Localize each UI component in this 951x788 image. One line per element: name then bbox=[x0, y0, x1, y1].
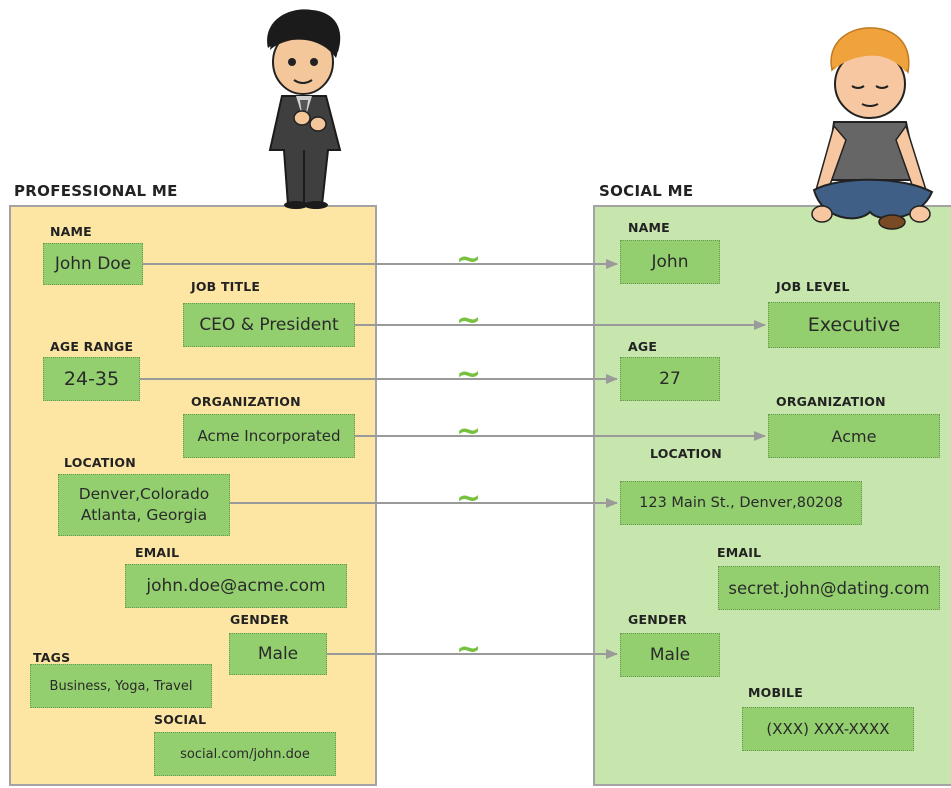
social-title: SOCIAL ME bbox=[599, 182, 694, 200]
connector-symbol-age: ~ bbox=[456, 357, 482, 392]
left-tags-field: Business, Yoga, Travel bbox=[30, 664, 212, 708]
left-job-field: CEO & President bbox=[183, 303, 355, 347]
left-loc-line2: Atlanta, Georgia bbox=[80, 506, 208, 524]
left-job-label: JOB TITLE bbox=[191, 279, 261, 294]
left-social-label: SOCIAL bbox=[154, 712, 207, 727]
right-loc-label: LOCATION bbox=[650, 446, 722, 461]
left-loc-field: Denver,Colorado Atlanta, Georgia bbox=[58, 474, 230, 536]
connector-lines bbox=[140, 259, 766, 659]
connector-symbol-gender: ~ bbox=[456, 632, 482, 667]
businessman-illustration bbox=[267, 9, 342, 209]
connector-symbol-loc: ~ bbox=[456, 481, 482, 516]
right-name-label: NAME bbox=[628, 220, 670, 235]
right-org-label: ORGANIZATION bbox=[776, 394, 886, 409]
right-job-field: Executive bbox=[768, 302, 940, 348]
right-loc-field: 123 Main St., Denver,80208 bbox=[620, 481, 862, 525]
left-loc-label: LOCATION bbox=[64, 455, 136, 470]
professional-title: PROFESSIONAL ME bbox=[14, 182, 178, 200]
connector-symbol-job: ~ bbox=[456, 303, 482, 338]
right-email-field: secret.john@dating.com bbox=[718, 566, 940, 610]
left-email-label: EMAIL bbox=[135, 545, 180, 560]
right-gender-field: Male bbox=[620, 633, 720, 677]
connector-symbol-org: ~ bbox=[456, 414, 482, 449]
right-age-field: 27 bbox=[620, 357, 720, 401]
left-name-label: NAME bbox=[50, 224, 92, 239]
connector-symbol-name: ~ bbox=[456, 242, 482, 277]
left-org-field: Acme Incorporated bbox=[183, 414, 355, 458]
meditating-man-illustration bbox=[811, 27, 934, 230]
right-age-label: AGE bbox=[628, 339, 658, 354]
right-email-label: EMAIL bbox=[717, 545, 762, 560]
left-loc-line1: Denver,Colorado bbox=[78, 485, 210, 504]
left-gender-field: Male bbox=[229, 633, 327, 675]
right-name-field: John bbox=[620, 240, 720, 284]
left-name-field: John Doe bbox=[43, 243, 143, 285]
left-age-field: 24-35 bbox=[43, 357, 140, 401]
right-gender-label: GENDER bbox=[628, 612, 688, 627]
right-mobile-label: MOBILE bbox=[748, 685, 803, 700]
left-social-field: social.com/john.doe bbox=[154, 732, 336, 776]
left-tags-label: TAGS bbox=[33, 650, 71, 665]
left-gender-label: GENDER bbox=[230, 612, 290, 627]
left-org-label: ORGANIZATION bbox=[191, 394, 301, 409]
left-email-field: john.doe@acme.com bbox=[125, 564, 347, 608]
left-age-label: AGE RANGE bbox=[50, 339, 134, 354]
right-mobile-field: (XXX) XXX-XXXX bbox=[742, 707, 914, 751]
right-job-label: JOB LEVEL bbox=[776, 279, 850, 294]
right-org-field: Acme bbox=[768, 414, 940, 458]
